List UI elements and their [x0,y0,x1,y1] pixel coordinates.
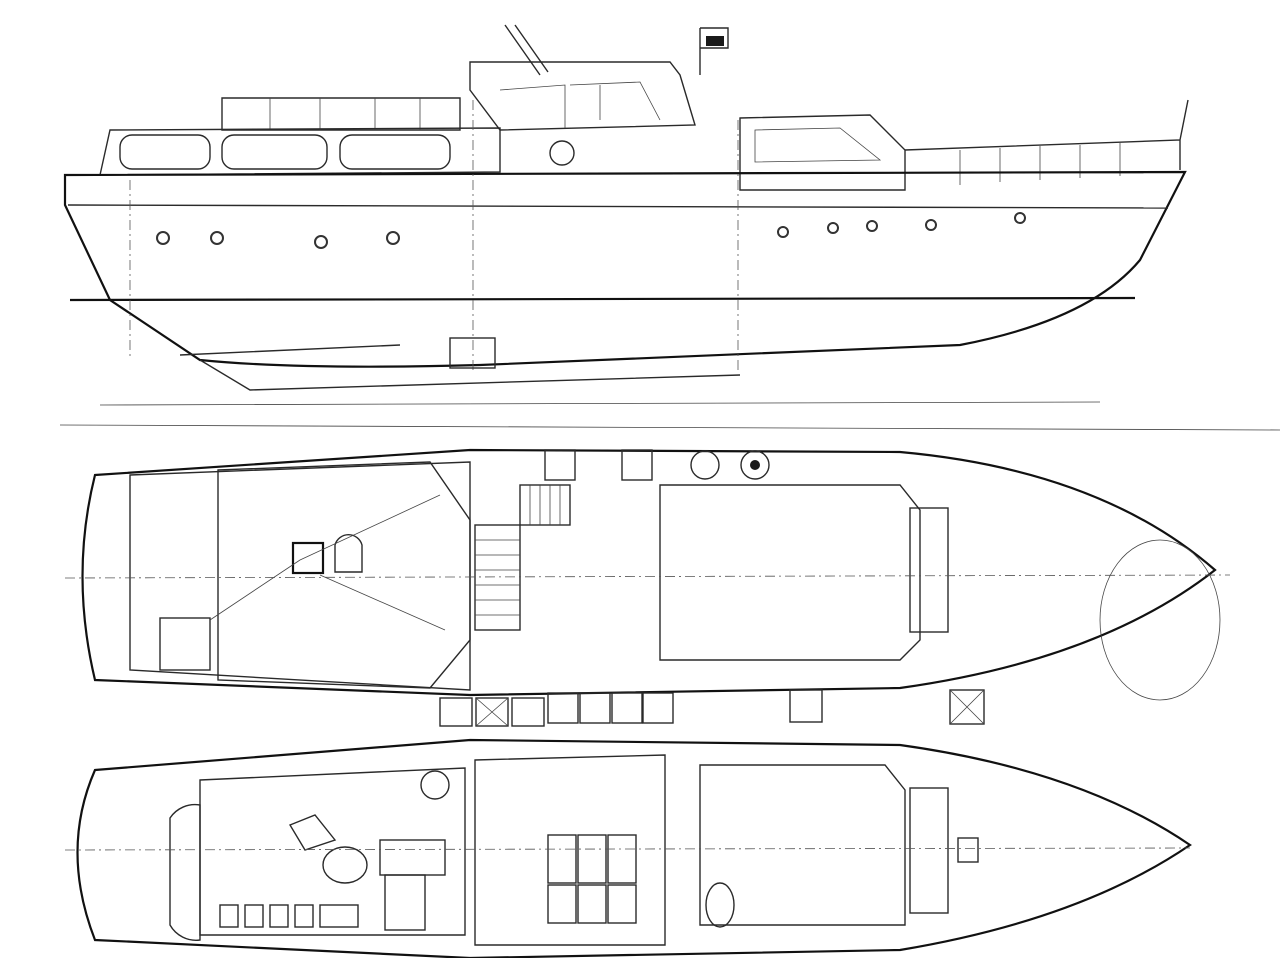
lower-deck-plan [64,738,1192,958]
table-icon [159,617,211,671]
flybridge-windows [499,81,661,128]
forward-wheelhouse [739,114,906,191]
forward-cabin [659,484,921,661]
centreline [64,574,1231,579]
flag-mast [699,27,729,75]
lower-centreline [64,847,1191,851]
chair-icon [288,814,337,851]
berth-oval [705,882,735,928]
bath-icon [322,846,368,884]
life-ring-icon [549,140,575,166]
sheer-line [67,204,1169,209]
equipment-symbol-strip [439,689,985,727]
profile-view [59,24,1280,431]
guest-cabins [699,764,906,926]
wardrobe [379,839,446,876]
seat-icon [334,534,363,573]
windlass-housing [909,507,949,633]
cabin-window-3 [339,134,451,170]
waterline [69,296,1136,302]
upper-deck-plan [64,448,1231,701]
propeller-shaft [179,344,741,391]
cabin-window-2 [221,134,328,170]
flybridge [469,61,696,131]
helm-circle [420,770,450,800]
bow-rail [904,99,1189,170]
engine-room [474,754,666,946]
aft-salon [129,461,471,691]
stairs [474,484,571,631]
main-deck-cabin [99,127,501,176]
engine-box [449,337,496,369]
engine-blocks [547,834,637,924]
cabin-window-1 [119,134,211,170]
approval-stamp [1099,539,1221,701]
baseline [99,401,1101,406]
berths-aft [219,904,359,928]
hull [63,170,1187,368]
legend-icons-top [544,449,770,481]
anchor-winch [957,837,979,863]
radar-mast [504,24,549,76]
deck-outline [81,448,1217,697]
divider-line [59,424,1280,431]
upper-deck-rail [221,97,461,131]
helm-station-icon [291,541,325,575]
chain-locker [909,787,949,914]
lower-hull-outline [76,738,1192,958]
flag-icon [706,36,724,46]
portholes [156,212,1026,249]
